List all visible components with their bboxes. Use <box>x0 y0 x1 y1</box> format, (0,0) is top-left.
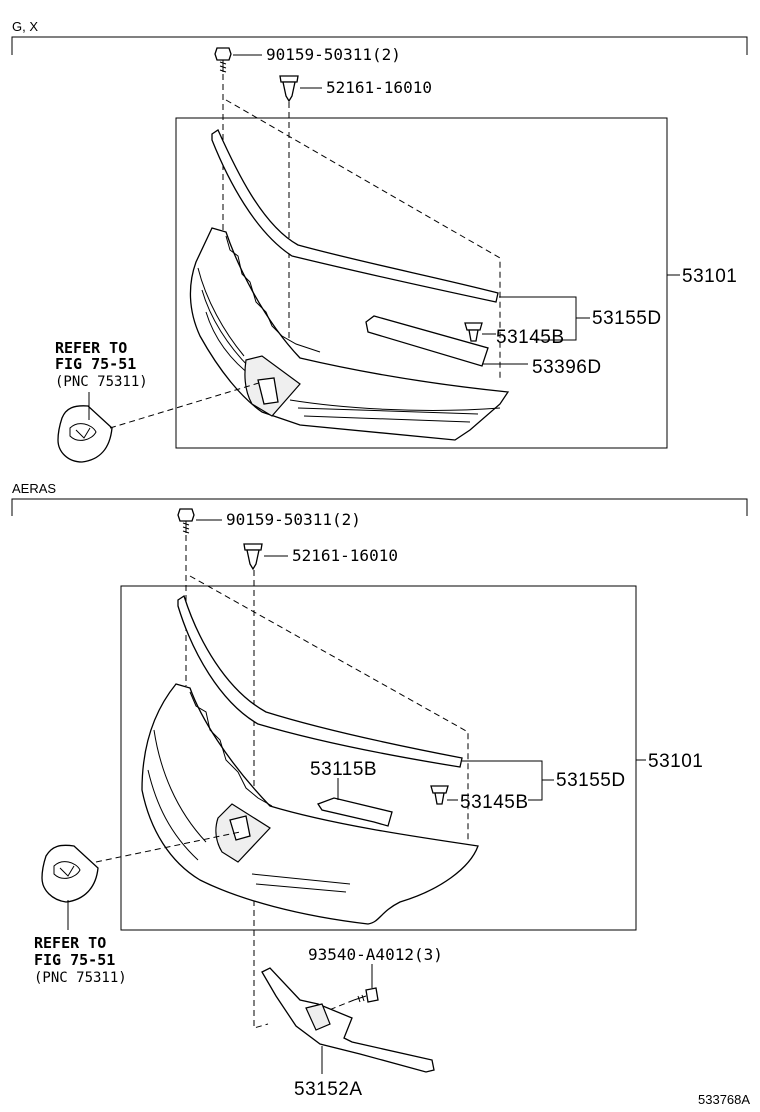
label-assy-gx: 53101 <box>682 266 737 287</box>
install-line <box>109 381 263 429</box>
install-line <box>189 575 469 840</box>
diagram-code: 533768A <box>698 1092 750 1107</box>
label-bolt-gx: 90159-50311(2) <box>266 45 401 64</box>
refer-line-1-aeras: REFER TO <box>34 934 106 952</box>
section-bracket-aeras <box>11 498 748 516</box>
clip-icon <box>279 75 299 103</box>
refer-line-3-aeras: (PNC 75311) <box>34 970 127 986</box>
bolt-icon <box>177 508 195 534</box>
seal-strip <box>365 315 489 367</box>
label-retainer-aeras: 53145B <box>460 792 529 813</box>
emblem-icon <box>41 844 99 903</box>
label-retainer-gx: 53145B <box>496 327 565 348</box>
retainer-icon <box>464 322 483 342</box>
label-screw-aeras: 93540-A4012(3) <box>308 945 443 964</box>
refer-line-3-gx: (PNC 75311) <box>55 374 148 390</box>
section-aeras: AERAS 90159-50311(2) 52161-16010 <box>11 481 748 1100</box>
refer-line-2-aeras: FIG 75-51 <box>34 951 115 969</box>
section-bracket-gx <box>11 36 748 55</box>
upper-molding <box>211 129 499 303</box>
upper-molding <box>177 594 463 768</box>
bracket-part <box>317 797 393 827</box>
label-bolt-aeras: 90159-50311(2) <box>226 510 361 529</box>
install-line <box>253 570 269 1029</box>
label-molding-gx: 53155D <box>592 308 662 329</box>
assembly-box-gx <box>175 117 668 449</box>
leader-line <box>499 296 590 319</box>
section-gx: G, X 90159-50311(2) 52161-16010 <box>11 19 748 463</box>
install-line <box>225 99 501 380</box>
section-header-aeras: AERAS <box>12 481 56 496</box>
lower-molding-tab <box>305 1003 331 1031</box>
grille-body-gx <box>189 227 510 441</box>
label-bracket-aeras: 53115B <box>310 759 377 780</box>
label-clip-aeras: 52161-16010 <box>292 546 398 565</box>
clip-icon <box>243 543 263 571</box>
emblem-icon <box>57 405 113 463</box>
retainer-icon <box>430 785 449 805</box>
refer-line-2-gx: FIG 75-51 <box>55 355 136 373</box>
screw-icon <box>353 987 379 1003</box>
lower-molding <box>261 967 435 1073</box>
label-lower-molding-aeras: 53152A <box>294 1079 363 1100</box>
leader-line <box>462 760 554 801</box>
label-molding-aeras: 53155D <box>556 770 626 791</box>
leader-line <box>534 318 577 341</box>
label-assy-aeras: 53101 <box>648 751 703 772</box>
assembly-box-aeras <box>120 585 637 931</box>
refer-line-1-gx: REFER TO <box>55 339 127 357</box>
grille-body-aeras <box>141 683 479 925</box>
install-line <box>95 831 241 863</box>
section-header-gx: G, X <box>12 19 38 34</box>
bolt-icon <box>214 47 232 73</box>
install-line <box>323 999 355 1013</box>
label-seal-gx: 53396D <box>532 357 602 378</box>
label-clip-gx: 52161-16010 <box>326 78 432 97</box>
